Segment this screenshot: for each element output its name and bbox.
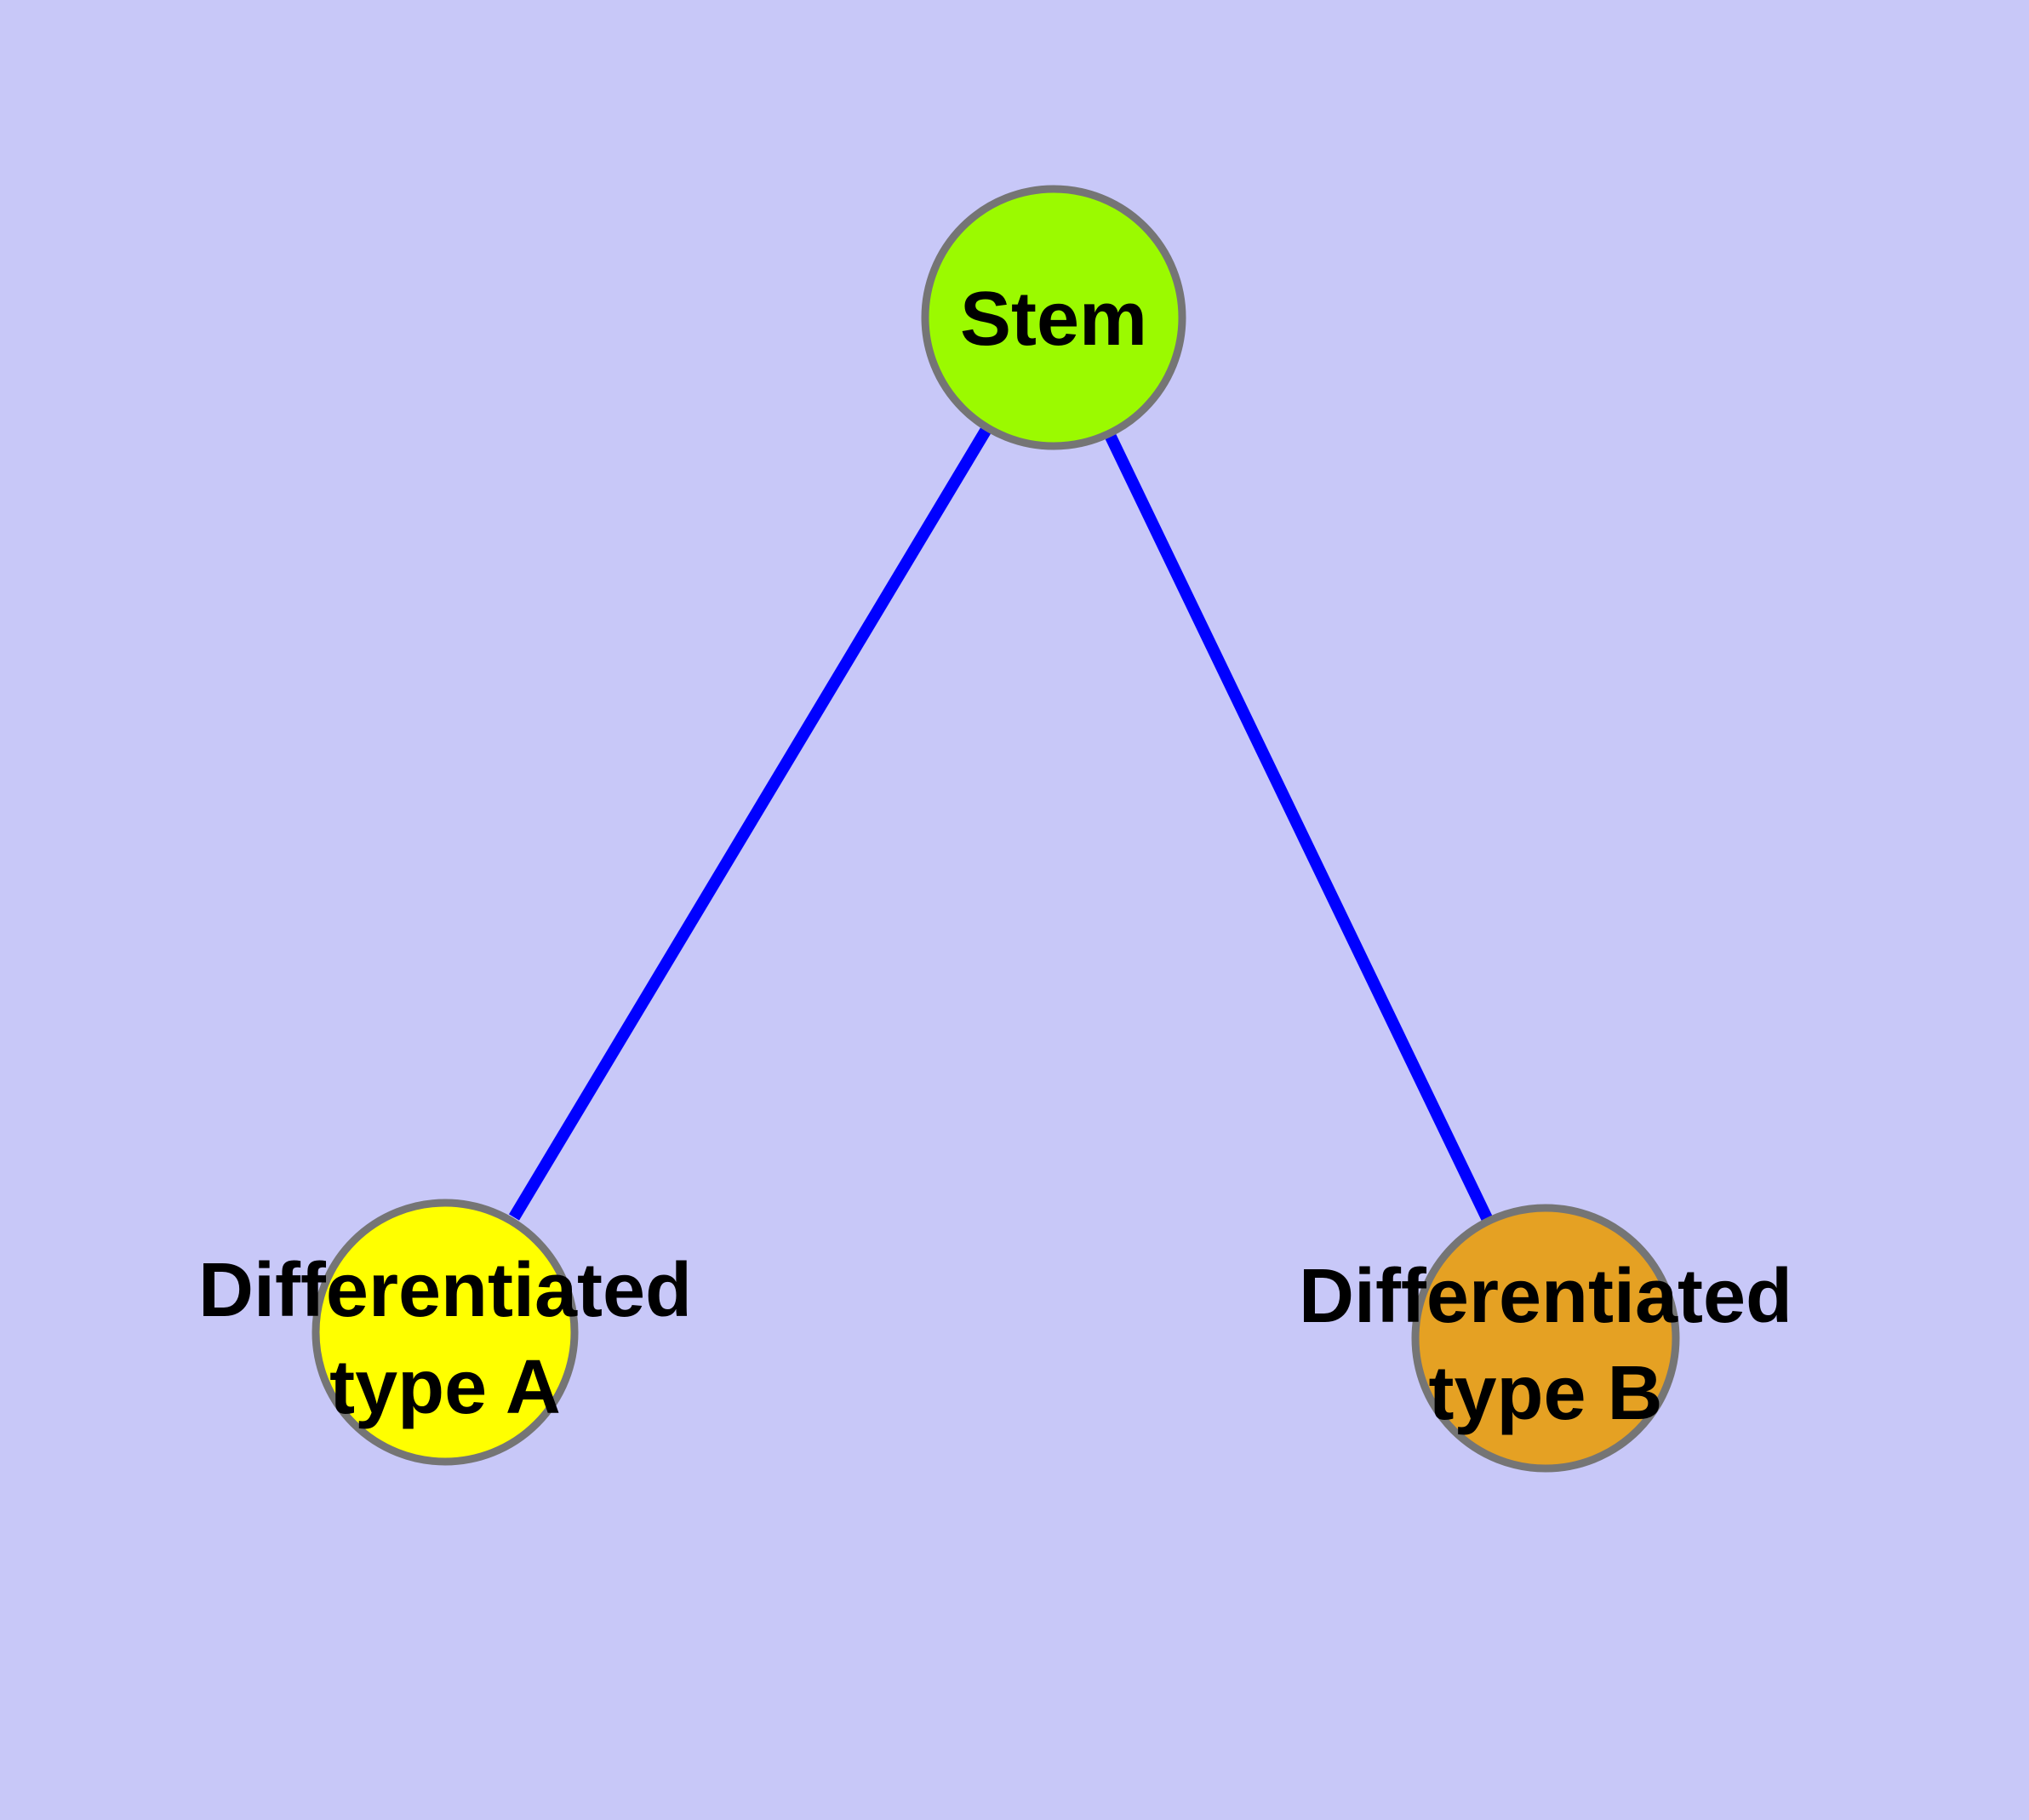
node-type-a-label-line-1: Differentiated — [198, 1248, 692, 1333]
edge-stem-to-type-a — [508, 427, 992, 1221]
node-differentiated-type-a — [311, 1199, 579, 1466]
node-stem — [921, 185, 1186, 450]
edge-stem-to-type-b — [1105, 433, 1493, 1222]
node-type-a-label-line-2: type A — [329, 1345, 561, 1430]
node-differentiated-type-b — [1411, 1204, 1680, 1473]
node-type-b-label-line-1: Differentiated — [1299, 1254, 1792, 1339]
node-stem-label: Stem — [960, 277, 1147, 362]
node-type-b-label-line-2: type B — [1428, 1351, 1662, 1436]
